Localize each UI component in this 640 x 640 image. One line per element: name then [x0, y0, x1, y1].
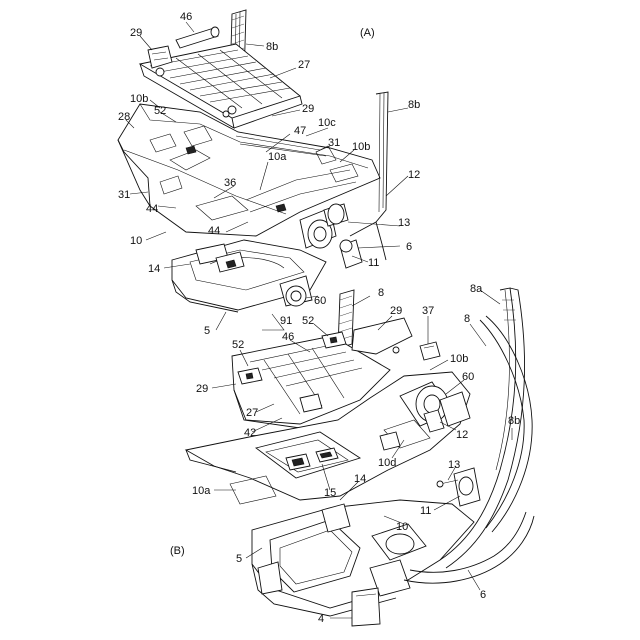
label-8: 8: [378, 287, 384, 299]
label-15: 15: [324, 487, 336, 499]
label-27: 27: [246, 407, 258, 419]
label-91: 91: [280, 315, 292, 327]
label-10d: 10d: [378, 457, 396, 469]
label-5: 5: [236, 553, 242, 565]
panel-a: (A): [118, 10, 420, 337]
gear-11-b: [437, 468, 480, 506]
label-8a: 8a: [470, 283, 483, 295]
lower-housing-5: [172, 240, 326, 312]
label-10: 10: [396, 521, 408, 533]
label-29: 29: [196, 383, 208, 395]
label-10: 10: [130, 235, 142, 247]
label-29: 29: [130, 27, 142, 39]
label-60: 60: [462, 371, 474, 383]
label-10a: 10a: [192, 485, 211, 497]
label-8b: 8b: [408, 99, 420, 111]
label-36: 36: [224, 177, 236, 189]
label-60: 60: [314, 295, 326, 307]
label-11: 11: [420, 505, 431, 517]
gear-11: [340, 240, 362, 268]
panel-a-label: (A): [360, 27, 375, 39]
label-11: 11: [368, 257, 379, 269]
label-8: 8: [464, 313, 470, 325]
label-52: 52: [154, 105, 166, 117]
flap-29-top: [352, 318, 412, 354]
label-10b: 10b: [352, 141, 370, 153]
label-46: 46: [180, 11, 192, 23]
label-44: 44: [146, 203, 158, 215]
label-10c: 10c: [318, 117, 336, 129]
panel-b: (B): [170, 283, 534, 626]
label-47: 47: [294, 125, 306, 137]
roller-46: [176, 27, 219, 48]
label-10a: 10a: [268, 151, 287, 163]
label-31: 31: [118, 189, 130, 201]
label-12: 12: [408, 169, 420, 181]
label-29: 29: [390, 305, 402, 317]
label-31: 31: [328, 137, 340, 149]
label-12: 12: [456, 429, 468, 441]
label-4: 4: [318, 613, 324, 625]
housing-5-b: [252, 500, 474, 626]
label-42: 42: [244, 427, 256, 439]
motor-13: [300, 204, 348, 248]
label-6: 6: [406, 241, 412, 253]
label-44: 44: [208, 225, 220, 237]
label-52: 52: [302, 315, 314, 327]
label-8b: 8b: [266, 41, 278, 53]
panel-b-label: (B): [170, 545, 185, 557]
label-52: 52: [232, 339, 244, 351]
label-46: 46: [282, 331, 294, 343]
label-13: 13: [448, 459, 460, 471]
label-28: 28: [118, 111, 130, 123]
label-37: 37: [422, 305, 434, 317]
label-13: 13: [398, 217, 410, 229]
label-10b: 10b: [130, 93, 148, 105]
label-14: 14: [148, 263, 160, 275]
label-27: 27: [298, 59, 310, 71]
label-8b: 8b: [508, 415, 520, 427]
label-5: 5: [204, 325, 210, 337]
label-29: 29: [302, 103, 314, 115]
label-14: 14: [354, 473, 366, 485]
label-6: 6: [480, 589, 486, 601]
label-10b: 10b: [450, 353, 468, 365]
clip-37: [393, 342, 440, 360]
